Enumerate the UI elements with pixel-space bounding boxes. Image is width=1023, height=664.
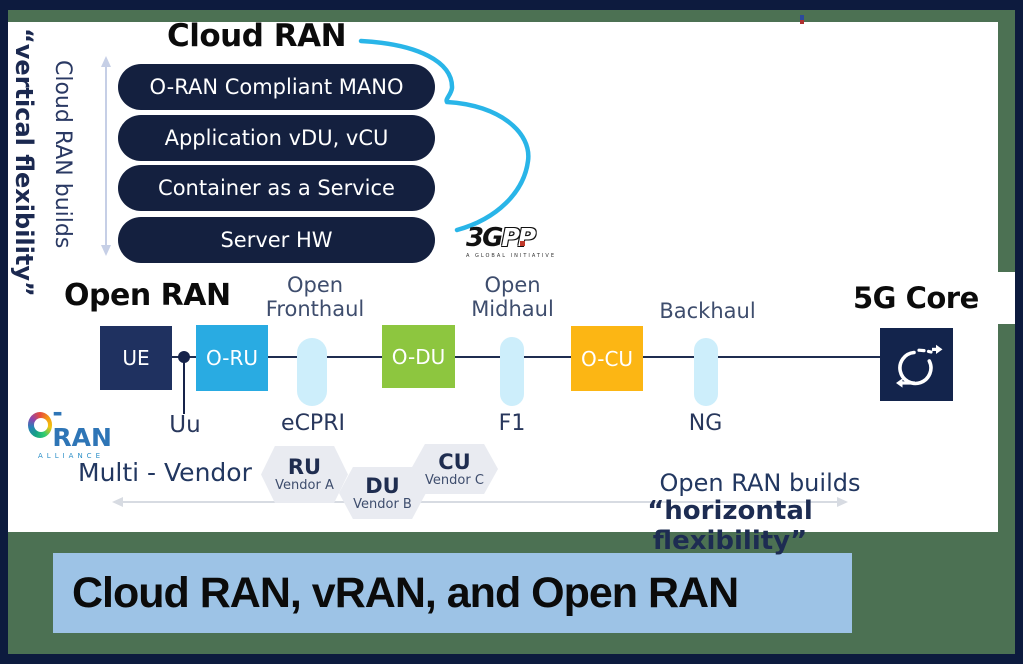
node-o-cu: O-CU	[571, 326, 643, 391]
hexagon-cu-name: CU	[438, 449, 471, 474]
hexagon-ru-vendor-a: RU Vendor A	[261, 446, 348, 503]
midhaul-pill	[500, 337, 524, 406]
open-midhaul-line1: Open	[484, 273, 541, 297]
hexagon-du-name: DU	[365, 473, 400, 498]
backhaul-label: Backhaul	[659, 299, 756, 323]
cloud-ran-heading: Cloud RAN	[167, 18, 347, 54]
threegpp-red-mark	[520, 241, 526, 246]
interface-label-uu: Uu	[169, 412, 201, 438]
hexagon-cu-vendor-c: CU Vendor C	[411, 444, 498, 494]
5g-core-heading: 5G Core	[853, 281, 979, 315]
threegpp-3g-text: 3G	[466, 223, 503, 253]
stack-item-application: Application vDU, vCU	[118, 115, 435, 161]
fronthaul-pill	[297, 338, 327, 406]
oran-alliance-wordmark: -RAN	[28, 400, 118, 450]
open-midhaul-label: Open Midhaul	[455, 273, 570, 321]
uu-connector-line	[183, 357, 185, 414]
open-midhaul-line2: Midhaul	[471, 296, 554, 321]
hexagon-du-vendor: Vendor B	[353, 496, 412, 512]
oran-alliance-caption: ALLIANCE	[38, 452, 104, 460]
diagram-panel-notch	[998, 272, 1015, 324]
interface-label-ecpri: eCPRI	[281, 411, 345, 436]
threegpp-logo: 3GPP A GLOBAL INITIATIVE	[466, 225, 556, 259]
hexagon-ru-name: RU	[287, 455, 322, 479]
loop-arrows-icon	[895, 344, 942, 388]
stack-item-mano: O-RAN Compliant MANO	[118, 64, 435, 110]
node-ue: UE	[100, 326, 172, 390]
open-ran-builds-caption: Open RAN builds	[659, 469, 861, 497]
hexagon-ru-vendor: Vendor A	[275, 478, 334, 493]
oran-alliance-logo: -RAN ALLIANCE	[28, 400, 118, 460]
threegpp-caption: A GLOBAL INITIATIVE	[466, 253, 557, 259]
open-fronthaul-line1: Open	[286, 273, 344, 297]
node-o-du: O-DU	[382, 325, 455, 388]
vertical-double-arrow-icon	[101, 56, 111, 256]
interface-label-f1: F1	[498, 411, 526, 436]
cloud-brace-icon	[358, 38, 531, 233]
open-ran-heading: Open RAN	[64, 278, 231, 313]
stack-item-server-hw: Server HW	[118, 217, 435, 263]
node-o-ru: O-RU	[196, 325, 268, 391]
node-5g-core	[880, 328, 953, 401]
hexagon-cu-vendor: Vendor C	[425, 472, 484, 488]
cloud-ran-builds-caption: Cloud RAN builds	[50, 60, 75, 249]
horizontal-double-arrow-icon	[112, 497, 848, 507]
oran-ring-icon	[28, 412, 53, 438]
open-fronthaul-label: Open Fronthaul	[255, 273, 375, 321]
horizontal-flexibility-caption: “horizontal flexibility”	[647, 496, 813, 556]
interface-label-ng: NG	[688, 411, 723, 436]
stack-item-caas: Container as a Service	[118, 165, 435, 211]
threegpp-wordmark: 3GPP	[466, 225, 556, 251]
slide-title-bar: Cloud RAN, vRAN, and Open RAN	[53, 553, 852, 633]
threegpp-pp-text: PP	[501, 223, 536, 252]
backhaul-pill	[694, 338, 718, 406]
multi-vendor-label: Multi - Vendor	[78, 458, 252, 487]
chain-connector-line	[172, 356, 880, 358]
oran-ran-text: -RAN	[52, 398, 112, 452]
top-edge-marker	[800, 15, 804, 24]
vertical-flexibility-caption: “vertical flexibility”	[10, 28, 38, 297]
open-fronthaul-line2: Fronthaul	[265, 296, 365, 321]
hexagon-du-vendor-b: DU Vendor B	[339, 467, 426, 519]
slide-title: Cloud RAN, vRAN, and Open RAN	[72, 568, 739, 617]
